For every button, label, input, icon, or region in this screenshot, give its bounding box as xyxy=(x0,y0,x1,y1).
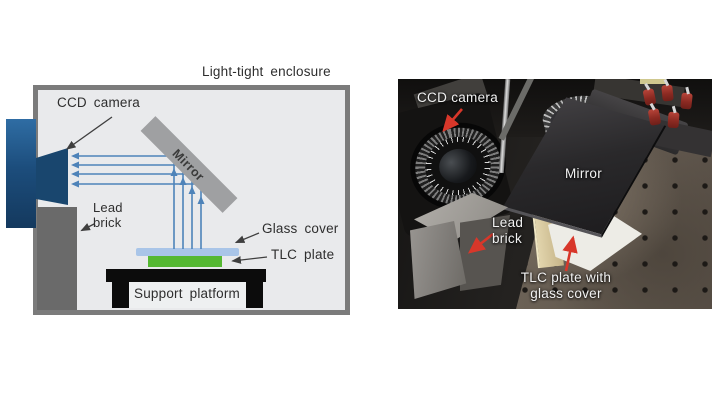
background-label-strip xyxy=(640,79,666,84)
label-pointer-arrows xyxy=(65,116,268,264)
ccd-camera-body xyxy=(6,119,36,228)
photo-annotation-arrows xyxy=(442,108,578,272)
tlc-plate xyxy=(148,256,222,267)
support-platform-label: Support platform xyxy=(134,286,240,301)
light-rays xyxy=(71,152,205,249)
photo-tlc-plate-label: TLC plate with glass cover xyxy=(520,270,612,301)
ccd-camera-arrow xyxy=(442,108,463,132)
lead-brick-label: Lead brick xyxy=(93,200,123,230)
lead-brick-arrow xyxy=(467,232,494,254)
tlc-plate-label: TLC plate xyxy=(271,247,335,262)
support-platform xyxy=(106,269,266,308)
glass-cover xyxy=(136,248,239,256)
tlc-plate-arrow xyxy=(562,235,578,272)
setup-photograph: CCD camera Mirror Lead brick TLC plate w… xyxy=(398,79,712,309)
enclosure-label: Light-tight enclosure xyxy=(202,64,331,79)
photo-ccd-camera-label: CCD camera xyxy=(417,90,499,105)
ccd-camera-lens-cone xyxy=(36,148,68,205)
schematic-diagram: Mirror xyxy=(6,85,350,315)
photo-mirror-label: Mirror xyxy=(565,166,603,181)
ccd-camera-label: CCD camera xyxy=(57,95,141,110)
support-platform-opening xyxy=(126,281,248,308)
lead-brick xyxy=(37,207,77,310)
glass-cover-label: Glass cover xyxy=(262,221,339,236)
photo-lead-brick-label: Lead brick xyxy=(492,215,524,246)
